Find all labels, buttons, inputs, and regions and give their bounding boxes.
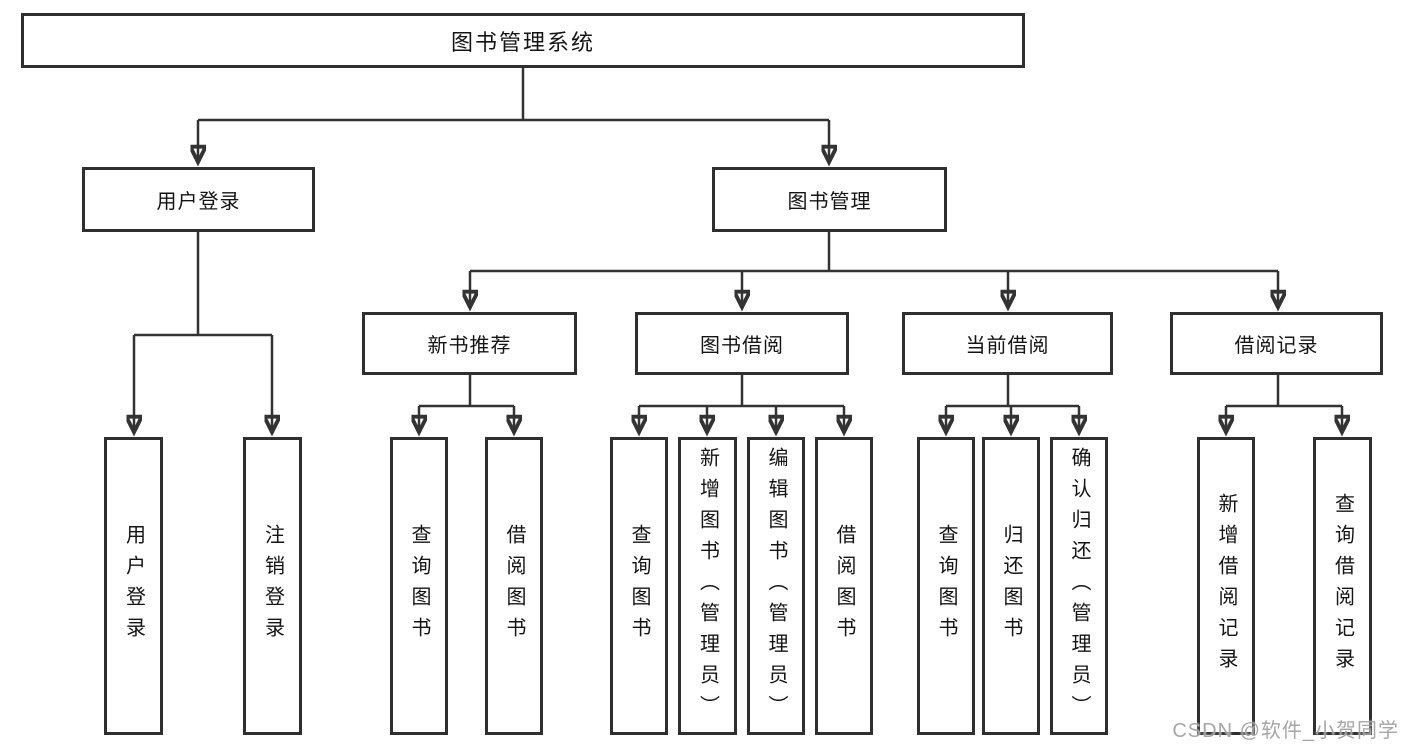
leaf-add-book-admin: 新增图书（管理员）	[678, 437, 737, 735]
leaf-confirm-return-admin: 确认归还（管理员）	[1050, 437, 1108, 735]
leaf-borrow-books-recommend: 借阅图书	[485, 437, 543, 735]
node-label: 图书借阅	[700, 335, 784, 357]
node-label: 查询借阅记录	[1331, 493, 1354, 679]
leaf-borrow-books: 借阅图书	[815, 437, 873, 735]
watermark: CSDN @软件_小贺同学	[1172, 720, 1399, 742]
node-current-borrowing: 当前借阅	[902, 312, 1113, 375]
node-user-login: 用户登录	[82, 167, 315, 232]
node-label: 借阅记录	[1234, 335, 1319, 357]
node-book-management: 图书管理	[712, 167, 947, 232]
node-label: 编辑图书（管理员）	[765, 446, 787, 726]
node-label: 借阅图书	[503, 524, 525, 648]
leaf-add-borrow-record: 新增借阅记录	[1197, 437, 1255, 735]
node-label: 归还图书	[1000, 524, 1022, 648]
leaf-edit-book-admin: 编辑图书（管理员）	[747, 437, 805, 735]
node-label: 当前借阅	[965, 335, 1050, 357]
leaf-query-books-current: 查询图书	[917, 437, 975, 735]
node-label: 用户登录	[122, 524, 145, 648]
node-label: 查询图书	[628, 524, 650, 648]
leaf-query-books-borrowing: 查询图书	[610, 437, 668, 735]
node-book-borrowing: 图书借阅	[635, 312, 849, 375]
leaf-query-borrow-record: 查询借阅记录	[1313, 437, 1372, 735]
node-borrowing-records: 借阅记录	[1170, 312, 1383, 375]
node-label: 查询图书	[408, 524, 430, 648]
node-label: 新增图书（管理员）	[696, 446, 719, 726]
leaf-user-login: 用户登录	[104, 437, 163, 735]
node-label: 图书管理	[787, 191, 872, 213]
node-label: 借阅图书	[833, 524, 855, 648]
node-label: 新增借阅记录	[1215, 493, 1237, 679]
leaf-return-book: 归还图书	[982, 437, 1040, 735]
leaf-query-books-recommend: 查询图书	[390, 437, 448, 735]
node-label: 查询图书	[935, 524, 957, 648]
node-label: 图书管理系统	[450, 29, 595, 55]
node-label: 注销登录	[261, 524, 284, 648]
node-label: 用户登录	[156, 191, 241, 213]
node-label: 新书推荐	[427, 335, 512, 357]
node-label: 确认归还（管理员）	[1068, 446, 1090, 726]
node-library-management-system: 图书管理系统	[21, 13, 1025, 68]
leaf-logout: 注销登录	[243, 437, 302, 735]
node-new-book-recommend: 新书推荐	[362, 312, 577, 375]
